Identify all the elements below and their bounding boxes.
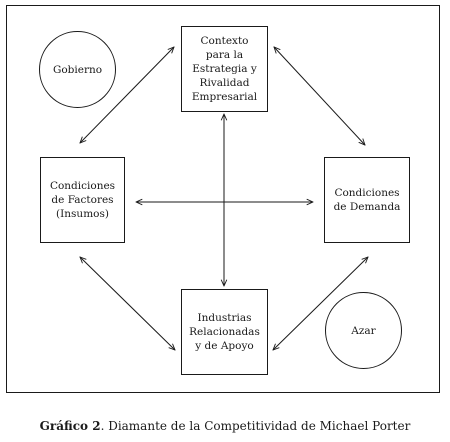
arrow-right-bottom — [273, 257, 368, 350]
arrow-top-left — [80, 47, 174, 143]
caption-text: . Diamante de la Competitividad de Micha… — [100, 419, 411, 433]
diagram-frame — [6, 5, 440, 393]
node-azar: Azar — [325, 292, 402, 369]
node-demanda-label: Condiciones de Demanda — [333, 187, 401, 213]
arrow-top-right — [274, 47, 365, 145]
node-contexto-label: Contexto para la Estrategia y Rivalidad … — [191, 35, 258, 103]
caption-label: Gráfico 2 — [39, 419, 101, 433]
node-industrias-label: Industrias Relacionadas y de Apoyo — [189, 312, 260, 352]
node-condiciones-factores: Condiciones de Factores (Insumos) — [40, 157, 125, 243]
node-factores-label: Condiciones de Factores (Insumos) — [49, 180, 116, 220]
node-azar-label: Azar — [351, 324, 376, 337]
figure-caption: Gráfico 2. Diamante de la Competitividad… — [0, 418, 450, 434]
node-industrias-relacionadas: Industrias Relacionadas y de Apoyo — [181, 289, 268, 375]
node-gobierno-label: Gobierno — [52, 63, 103, 76]
node-condiciones-demanda: Condiciones de Demanda — [324, 157, 410, 243]
arrow-left-bottom — [80, 257, 175, 350]
node-contexto-estrategia: Contexto para la Estrategia y Rivalidad … — [181, 26, 268, 112]
node-gobierno: Gobierno — [39, 31, 116, 108]
